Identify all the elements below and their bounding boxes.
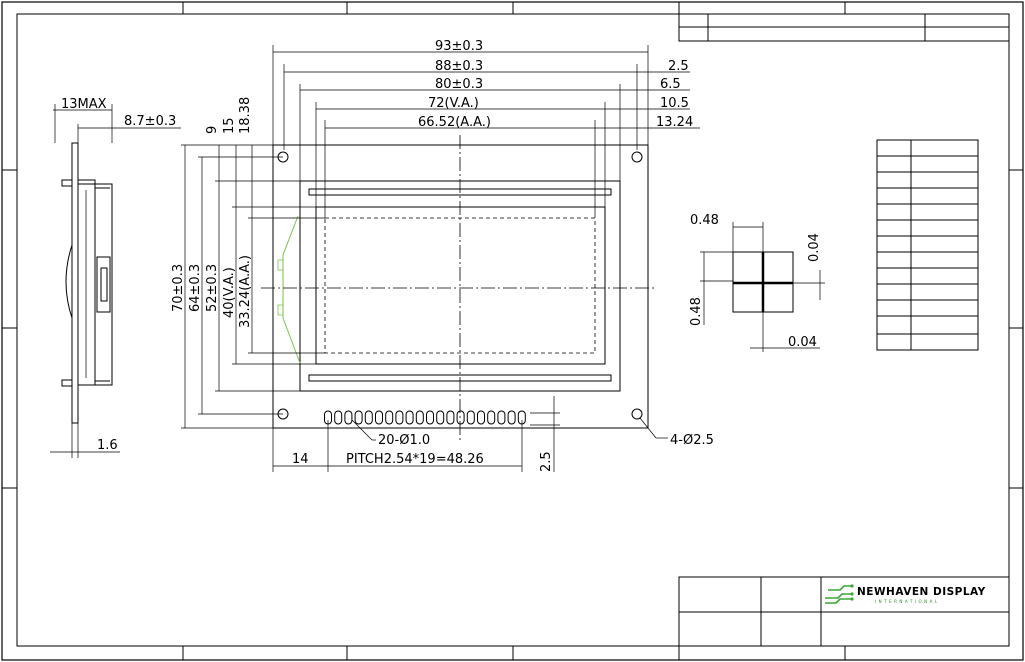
dim-66: 66.52(A.A.) xyxy=(418,115,491,130)
connector-pin xyxy=(375,410,383,425)
connector-pin xyxy=(405,410,414,425)
connector-pin xyxy=(334,410,343,425)
pin-dimensions: 14 PITCH2.54*19=48.26 20-Ø1.0 4-Ø2.5 2.5 xyxy=(272,396,714,472)
connector-pin xyxy=(354,410,363,425)
dim-pins: 20-Ø1.0 xyxy=(378,433,430,448)
dim-93: 93±0.3 xyxy=(435,39,483,54)
dim-dot-w: 0.48 xyxy=(690,213,719,228)
dim-70: 70±0.3 xyxy=(171,264,186,312)
connector-pin xyxy=(446,410,455,425)
dim-18-38: 18.38 xyxy=(238,97,253,134)
mount-hole-br xyxy=(631,408,643,420)
dot-detail: 0.48 0.48 0.04 0.04 xyxy=(689,213,825,352)
company-logo-icon xyxy=(825,584,854,604)
dim-6-5: 6.5 xyxy=(660,77,681,92)
dim-2-5-right: 2.5 xyxy=(668,59,689,74)
vertical-dimensions: 70±0.3 64±0.3 52±0.3 40(V.A.) 33.24(A.A.… xyxy=(171,97,325,429)
dim-2-5-pin: 2.5 xyxy=(539,451,554,472)
connector-pin xyxy=(364,410,373,425)
dim-dot-gap-v: 0.04 xyxy=(807,233,822,262)
dim-52: 52±0.3 xyxy=(205,264,220,312)
side-view: 13MAX 8.7±0.3 1.6 xyxy=(50,97,181,458)
dim-13max: 13MAX xyxy=(61,97,107,112)
connector-pin xyxy=(487,410,496,425)
dim-dot-gap-h: 0.04 xyxy=(788,335,817,350)
connector-pin xyxy=(507,410,516,425)
dim-pitch: PITCH2.54*19=48.26 xyxy=(346,452,484,467)
front-view xyxy=(261,135,656,440)
connector-pin xyxy=(395,410,404,425)
connector-pin xyxy=(436,410,445,425)
company-name: NEWHAVEN DISPLAY xyxy=(857,586,986,598)
dim-40: 40(V.A.) xyxy=(222,267,237,318)
connector-pin xyxy=(456,410,465,425)
horizontal-dimensions: 93±0.3 88±0.3 80±0.3 72(V.A.) 66.52(A.A.… xyxy=(272,39,700,218)
dim-33: 33.24(A.A.) xyxy=(238,255,253,328)
dim-holes: 4-Ø2.5 xyxy=(670,433,714,448)
pin-row xyxy=(324,410,526,425)
connector-pin xyxy=(344,410,353,425)
connector-pin xyxy=(415,410,424,425)
dim-72: 72(V.A.) xyxy=(428,96,479,111)
connector-pin xyxy=(426,410,434,425)
dim-10-5: 10.5 xyxy=(660,96,689,111)
dim-dot-h: 0.48 xyxy=(689,297,704,326)
connector-pin xyxy=(466,410,475,425)
dim-8-7: 8.7±0.3 xyxy=(124,114,176,129)
company-subtitle: INTERNATIONAL xyxy=(875,599,940,604)
dim-80: 80±0.3 xyxy=(435,77,483,92)
dim-9: 9 xyxy=(205,126,220,134)
connector-pin xyxy=(477,410,485,425)
dim-14: 14 xyxy=(292,452,309,467)
connector-pin xyxy=(385,410,394,425)
dim-15: 15 xyxy=(222,117,237,134)
mount-hole-tr xyxy=(631,151,643,163)
pin-table xyxy=(876,139,979,351)
dim-64: 64±0.3 xyxy=(188,264,203,312)
revision-block xyxy=(678,13,1010,42)
connector-pin xyxy=(497,410,506,425)
dim-1-6: 1.6 xyxy=(97,438,118,453)
dim-13-24: 13.24 xyxy=(656,115,693,130)
dim-88: 88±0.3 xyxy=(435,59,483,74)
title-block: NEWHAVEN DISPLAY INTERNATIONAL xyxy=(678,576,1010,647)
